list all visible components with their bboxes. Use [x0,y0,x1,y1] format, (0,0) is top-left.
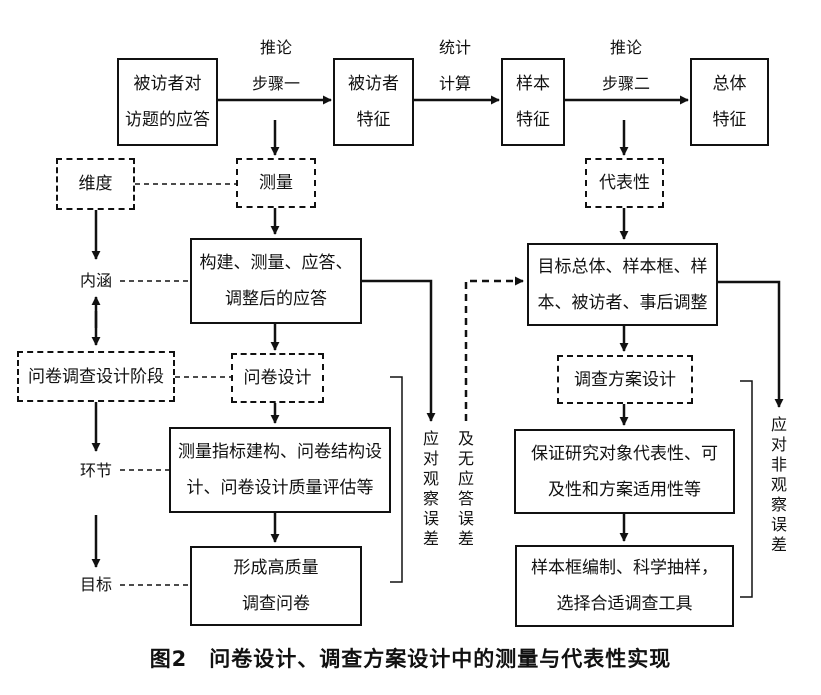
observation-error-label: 应对观察误差 [422,429,439,548]
arrow-construct-to-obs-error [362,279,436,422]
high-quality-questionnaire-box: 形成高质量 调查问卷 [190,546,362,626]
figure-caption: 图2 问卷设计、调查方案设计中的测量与代表性实现 [149,647,672,671]
bracket-nonobs-error [740,380,753,598]
goal-label: 目标 [79,575,112,594]
bracket-obs-error [390,376,403,583]
statistical-calc-label-top: 统计 [438,38,471,57]
nonresponse-error-label: 及无应答误差 [457,429,474,548]
sampling-frame-box: 样本框编制、科学抽样， 选择合适调查工具 [515,545,734,627]
construct-response-box: 构建、测量、应答、 调整后的应答 [190,238,362,324]
inference-step1-label-top: 推论 [259,38,292,57]
indicator-structure-box: 测量指标建构、问卷结构设 计、问卷设计质量评估等 [169,427,391,513]
questionnaire-design-box: 问卷设计 [231,353,324,403]
statistical-calc-label-bottom: 计算 [438,74,471,93]
inference-step1-label-bottom: 步骤一 [251,74,300,93]
survey-plan-box: 调查方案设计 [557,355,693,404]
representativeness-box: 代表性 [585,158,664,208]
link-label: 环节 [79,461,112,480]
respondent-answer-box: 被访者对 访题的应答 [117,58,218,146]
respondent-traits-box: 被访者 特征 [333,58,414,146]
target-population-box: 目标总体、样本框、样 本、被访者、事后调整 [527,243,718,326]
connotation-label: 内涵 [79,271,112,290]
inference-step2-label-top: 推论 [609,38,642,57]
inference-step2-label-bottom: 步骤二 [601,74,650,93]
ensure-representativeness-box: 保证研究对象代表性、可 及性和方案适用性等 [514,429,735,514]
sample-traits-box: 样本 特征 [501,58,565,146]
arrow-target-to-nonobs-error [718,280,784,408]
dashed-arrow-nonresponse [464,276,524,421]
questionnaire-stage-box: 问卷调查设计阶段 [17,351,175,402]
measurement-box: 测量 [236,158,316,208]
population-traits-box: 总体 特征 [690,58,769,146]
non-observation-error-label: 应对非观察误差 [770,415,787,554]
dimension-box: 维度 [56,158,135,210]
